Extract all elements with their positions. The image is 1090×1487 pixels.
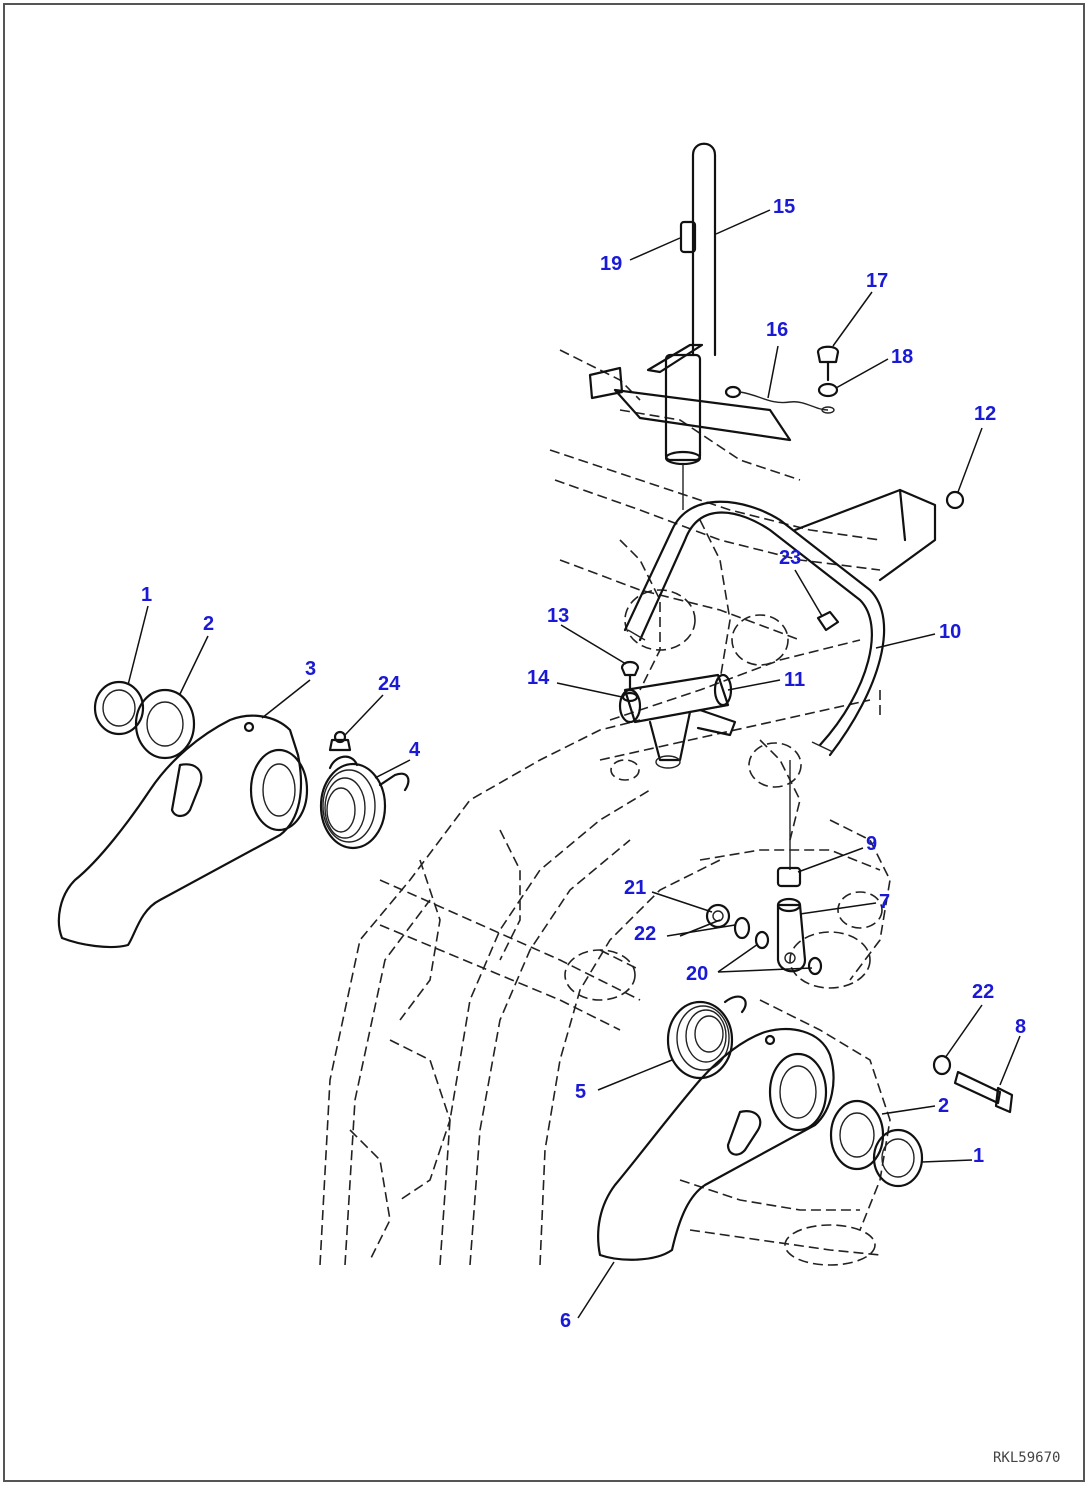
callout-1-right: 1 xyxy=(973,1145,984,1167)
small-bolt xyxy=(620,660,640,703)
callout-labels: 1 2 3 24 4 13 14 11 23 10 12 15 19 16 17… xyxy=(141,196,1026,1332)
left-ring-set xyxy=(93,680,196,760)
callout-12: 12 xyxy=(974,403,996,425)
callout-11: 11 xyxy=(784,669,805,691)
link-rod xyxy=(776,760,807,973)
left-pedal-arm xyxy=(57,714,309,949)
right-pedal-arm xyxy=(597,1028,835,1261)
callout-10: 10 xyxy=(939,621,961,643)
callout-8: 8 xyxy=(1015,1016,1026,1038)
callout-17: 17 xyxy=(866,270,888,292)
callout-23: 23 xyxy=(779,547,801,569)
callout-13: 13 xyxy=(547,605,569,627)
callout-16: 16 xyxy=(766,319,788,341)
callout-14: 14 xyxy=(527,667,550,689)
top-plate xyxy=(588,366,792,442)
callout-22-right: 22 xyxy=(972,981,994,1003)
callout-7: 7 xyxy=(879,891,890,913)
callout-3: 3 xyxy=(305,658,316,680)
drawing-reference-code: RKL59670 xyxy=(993,1450,1060,1466)
callout-4: 4 xyxy=(409,739,421,761)
callout-21: 21 xyxy=(624,877,646,899)
u-guard-bar xyxy=(623,500,886,757)
callout-2-left: 2 xyxy=(203,613,214,635)
callout-5: 5 xyxy=(575,1081,586,1103)
nut xyxy=(816,610,840,632)
wire-harness xyxy=(724,385,829,411)
callout-24: 24 xyxy=(378,673,401,695)
callout-2-right: 2 xyxy=(938,1095,949,1117)
cross-shaft xyxy=(379,879,641,1031)
bolt-washer-set xyxy=(816,345,840,414)
callout-20: 20 xyxy=(686,963,708,985)
callout-9: 9 xyxy=(866,833,877,855)
lock-lever xyxy=(646,142,717,510)
callout-15: 15 xyxy=(773,196,795,218)
right-bolt xyxy=(932,1054,1014,1114)
lever-grip xyxy=(679,220,697,254)
drawing-frame xyxy=(3,3,1085,1482)
leader-lines xyxy=(127,209,1021,1319)
callout-19: 19 xyxy=(600,253,622,275)
right-ring-set xyxy=(829,1099,924,1188)
left-return-spring xyxy=(319,755,410,850)
upper-bracket xyxy=(793,488,965,582)
callout-18: 18 xyxy=(891,346,913,368)
grease-fitting xyxy=(328,730,352,752)
frame-structure xyxy=(319,349,891,1266)
right-return-spring xyxy=(666,995,747,1080)
callout-22-mid: 22 xyxy=(634,923,656,945)
callout-1-left: 1 xyxy=(141,584,152,606)
callout-6: 6 xyxy=(560,1310,571,1332)
pivot-cylinder xyxy=(618,673,737,769)
